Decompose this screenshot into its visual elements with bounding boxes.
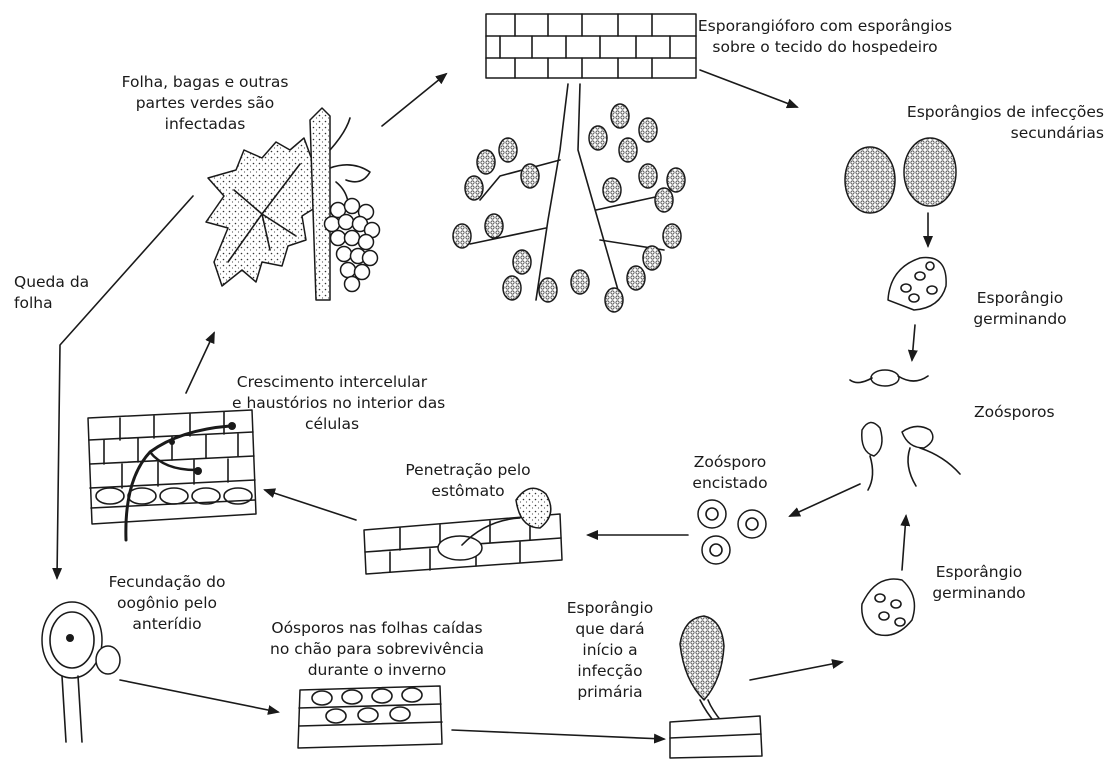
label-line: início a (562, 640, 658, 661)
label-line: Esporângio (562, 598, 658, 619)
label-line: durante o inverno (262, 660, 492, 681)
label-primary-sporangium: Esporângio que dará início a infecção pr… (562, 598, 658, 703)
label-sporangiophore: Esporangióforo com esporângios sobre o t… (695, 16, 955, 58)
label-line: que dará (562, 619, 658, 640)
label-line: encistado (670, 473, 790, 494)
label-line: Esporangióforo com esporângios (695, 16, 955, 37)
label-line: anterídio (98, 614, 236, 635)
germinating-sporangium-illustration (888, 258, 946, 310)
label-zoospores: Zoósporos (974, 402, 1055, 423)
label-germinating-sporangium: Esporângio germinando (960, 288, 1080, 330)
arrow-leaf-to-sporangiophore (382, 74, 446, 126)
label-leaf-fall: Queda da folha (14, 272, 89, 314)
label-line: secundárias (880, 123, 1104, 144)
label-line: folha (14, 293, 89, 314)
oospores-illustration (298, 686, 442, 748)
secondary-sporangia-illustration (845, 138, 956, 213)
arrow-zoospores-to-encysted (790, 484, 860, 516)
label-line: Zoósporos (974, 402, 1055, 423)
label-line: Zoósporo (670, 452, 790, 473)
primary-sporangium-illustration (670, 616, 762, 758)
label-line: infectadas (120, 114, 290, 135)
label-line: Folha, bagas e outras (120, 72, 290, 93)
label-line: Esporângio (960, 288, 1080, 309)
label-intercellular-growth: Crescimento intercelular e haustórios no… (232, 372, 432, 435)
label-line: Fecundação do (98, 572, 236, 593)
label-leaf-infected: Folha, bagas e outras partes verdes são … (120, 72, 290, 135)
arrow-germinating-to-zoospores (912, 325, 915, 360)
label-line: Crescimento intercelular (232, 372, 432, 393)
label-line: estômato (398, 481, 538, 502)
label-line: Esporângio (920, 562, 1038, 583)
label-germinating-sporangium-2: Esporângio germinando (920, 562, 1038, 604)
intercellular-growth-illustration (88, 410, 256, 540)
label-line: células (232, 414, 432, 435)
arrow-sporangiophore-to-sporangia (700, 70, 797, 107)
arrow-primary-to-germinating (750, 662, 842, 680)
label-oospores-winter: Oósporos nas folhas caídas no chão para … (262, 618, 492, 681)
label-line: germinando (920, 583, 1038, 604)
label-stomata-penetration: Penetração pelo estômato (398, 460, 538, 502)
arrow-oogonium-to-oospores (120, 680, 278, 712)
label-line: Esporângios de infecções (880, 102, 1104, 123)
grape-cluster (325, 182, 380, 292)
label-line: partes verdes são (120, 93, 290, 114)
zoospores-illustration (850, 370, 960, 490)
label-line: no chão para sobrevivência (262, 639, 492, 660)
arrow-penetration-to-growth (265, 490, 356, 520)
label-line: oogônio pelo (98, 593, 236, 614)
label-encysted-zoospore: Zoósporo encistado (670, 452, 790, 494)
label-line: primária (562, 682, 658, 703)
sporangiophore-illustration (453, 14, 696, 312)
arrow-growth-to-leaf (186, 333, 214, 393)
label-line: sobre o tecido do hospedeiro (695, 37, 955, 58)
label-line: germinando (960, 309, 1080, 330)
arrow-oospores-to-primary (452, 730, 664, 739)
infected-leaf-illustration (206, 108, 380, 300)
germinating-sporangium-2-illustration (862, 579, 915, 635)
label-line: Queda da (14, 272, 89, 293)
label-line: Penetração pelo (398, 460, 538, 481)
label-line: Oósporos nas folhas caídas (262, 618, 492, 639)
arrow-germinating-to-zoospores-2 (902, 516, 906, 570)
label-secondary-sporangia: Esporângios de infecções secundárias (880, 102, 1104, 144)
encysted-zoospores-illustration (698, 500, 766, 564)
label-line: infecção (562, 661, 658, 682)
label-oogonium-fertilization: Fecundação do oogônio pelo anterídio (98, 572, 236, 635)
label-line: e haustórios no interior das (232, 393, 432, 414)
